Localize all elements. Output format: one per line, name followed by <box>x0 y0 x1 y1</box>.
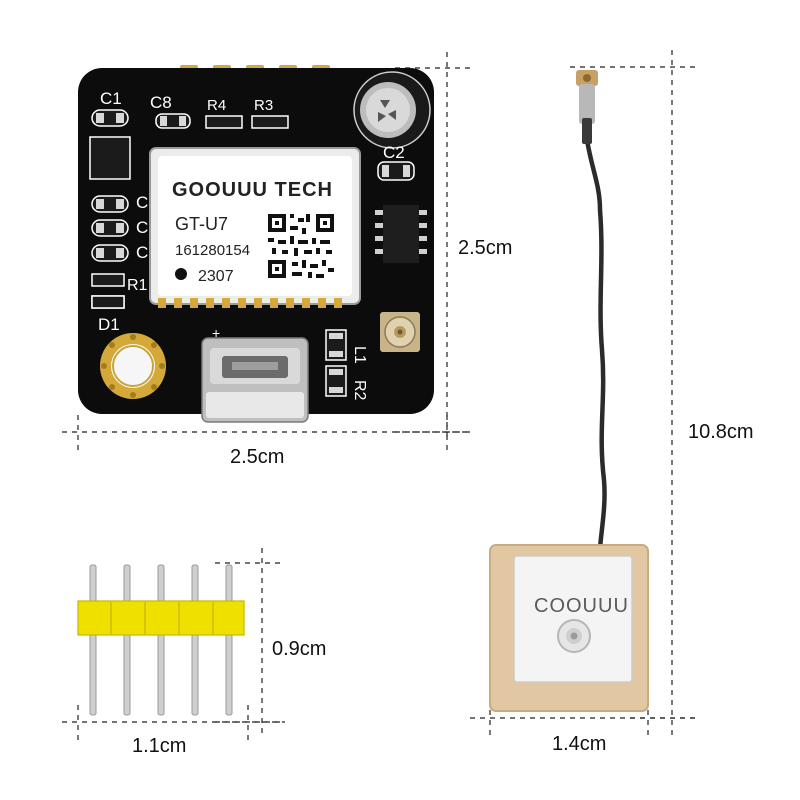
module-width-label: 2.5cm <box>230 446 284 468</box>
label-r3: R3 <box>254 97 273 114</box>
label-c-c: C <box>136 243 148 262</box>
gps-receiver-shield: GOOUUU TECH GT-U7 161280154 2307 <box>149 147 361 308</box>
backup-battery <box>353 71 431 149</box>
antenna-width-label: 1.4cm <box>552 733 606 755</box>
label-r1: R1 <box>127 277 148 294</box>
module-model: GT-U7 <box>175 214 228 234</box>
header-height-label: 0.9cm <box>272 638 326 660</box>
gps-antenna: COOUUU <box>489 70 649 712</box>
qr-code <box>266 212 336 280</box>
gps-module: C1 C8 R4 R3 C2 R1 D1 L1 R2 C C C + <box>78 65 434 423</box>
label-plus: + <box>212 325 220 341</box>
antenna-feed-point <box>557 619 591 653</box>
ipex-plug <box>576 70 598 144</box>
label-d1: D1 <box>98 315 120 334</box>
eeprom-chip <box>375 205 427 263</box>
led-d1 <box>91 295 125 309</box>
label-r4: R4 <box>207 97 226 114</box>
silkscreen-labels: C1 C8 R4 R3 C2 R1 D1 L1 R2 C C C + <box>98 89 405 401</box>
pin-header <box>77 564 245 716</box>
ipex-connector <box>380 312 420 352</box>
module-height-label: 2.5cm <box>458 237 512 259</box>
micro-usb-port <box>201 337 309 423</box>
label-c2: C2 <box>383 143 405 162</box>
label-c-b: C <box>136 218 148 237</box>
dimension-lines <box>62 50 695 740</box>
module-brand: GOOUUU TECH <box>172 179 333 201</box>
module-serial: 161280154 <box>175 242 250 259</box>
antenna-cable <box>584 137 607 551</box>
label-c8: C8 <box>150 93 172 112</box>
label-r2: R2 <box>351 380 368 401</box>
label-c-a: C <box>136 193 148 212</box>
header-pins <box>89 564 233 716</box>
header-width-label: 1.1cm <box>132 735 186 757</box>
pin1-dot <box>175 268 187 280</box>
label-l1: L1 <box>351 346 368 364</box>
antenna-patch-text: COOUUU <box>534 595 629 617</box>
label-c1: C1 <box>100 89 122 108</box>
module-code: 2307 <box>198 268 234 285</box>
antenna-patch <box>513 555 633 683</box>
header-plastic <box>77 600 245 636</box>
cable-length-label: 10.8cm <box>688 421 754 443</box>
mounting-hole <box>100 333 166 399</box>
